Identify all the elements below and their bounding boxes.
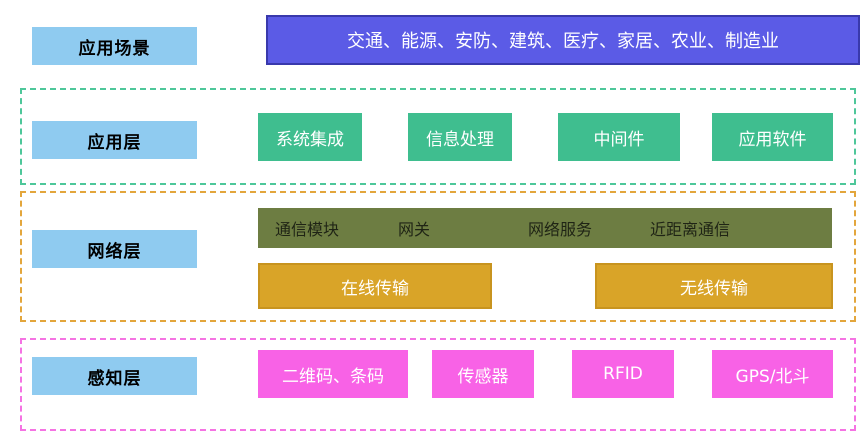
application-box-application-software: 应用软件 — [712, 113, 833, 161]
label-network-layer: 网络层 — [32, 230, 197, 268]
network-bar-item-gateway: 网关 — [398, 220, 431, 239]
scenario-content-box: 交通、能源、安防、建筑、医疗、家居、农业、制造业 — [266, 15, 860, 65]
transmission-box-online: 在线传输 — [258, 263, 492, 309]
application-box-information-processing: 信息处理 — [408, 113, 512, 161]
network-services-bar: 通信模块 网关 网络服务 近距离通信 — [258, 208, 832, 248]
network-bar-item-short-range-communication: 近距离通信 — [650, 220, 731, 239]
perception-box-gps-beidou: GPS/北斗 — [712, 350, 833, 398]
network-layer-container — [20, 191, 856, 322]
perception-box-rfid: RFID — [572, 350, 674, 398]
transmission-box-wireless: 无线传输 — [595, 263, 833, 309]
perception-box-qrcode-barcode: 二维码、条码 — [258, 350, 408, 398]
application-box-system-integration: 系统集成 — [258, 113, 362, 161]
perception-layer-container — [20, 338, 856, 431]
network-bar-item-communication-module: 通信模块 — [275, 220, 340, 239]
application-box-middleware: 中间件 — [558, 113, 680, 161]
perception-box-sensor: 传感器 — [432, 350, 534, 398]
label-perception-layer: 感知层 — [32, 357, 197, 395]
label-application-layer: 应用层 — [32, 121, 197, 159]
network-bar-item-network-service: 网络服务 — [528, 220, 593, 239]
application-layer-container — [20, 88, 856, 185]
label-application-scenario: 应用场景 — [32, 27, 197, 65]
